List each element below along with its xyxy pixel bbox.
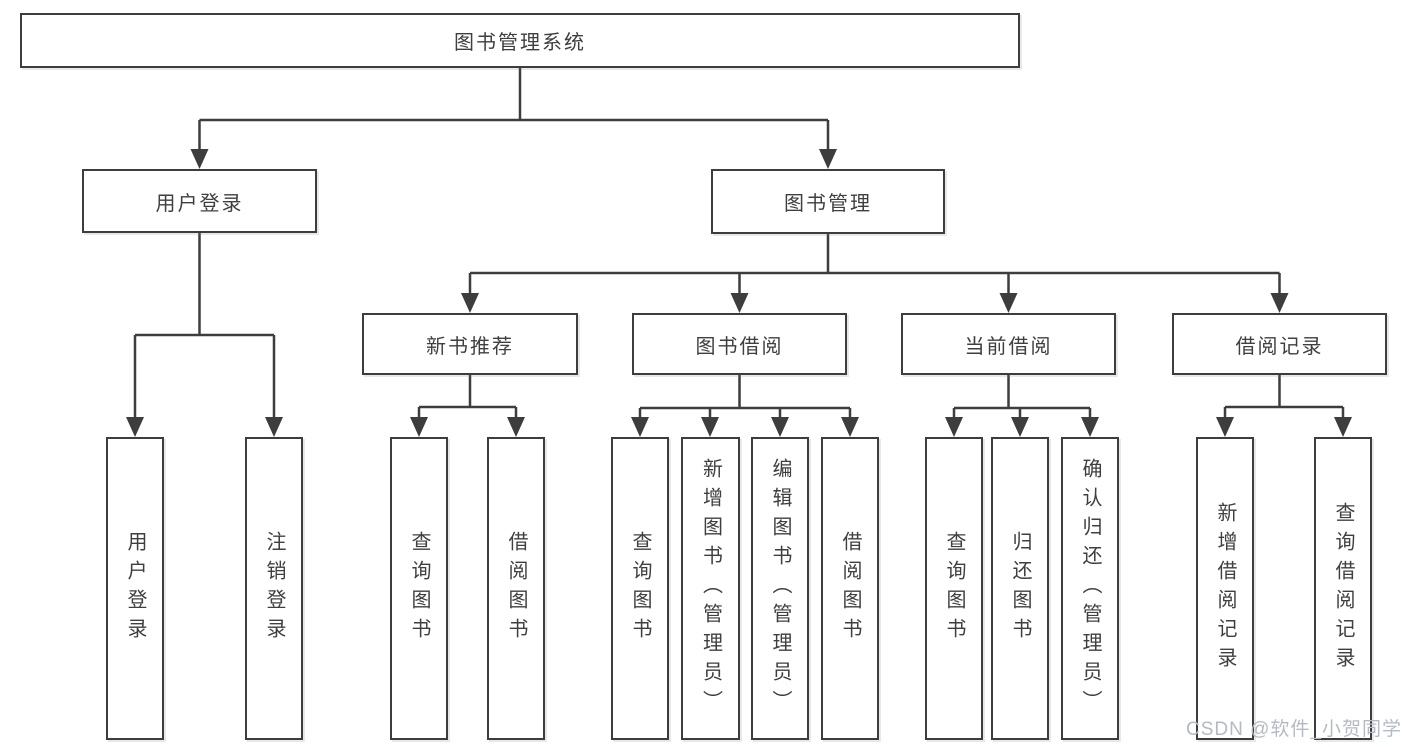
node-new-book-recommendation: 新书推荐 [362, 313, 578, 375]
node-add-borrow-record: 新增借阅记录 [1196, 437, 1254, 740]
connector-paths [133, 68, 1345, 419]
node-label: 新增图书（管理员） [699, 458, 722, 719]
node-label: 图书借阅 [695, 335, 784, 358]
node-label: 新书推荐 [426, 335, 514, 358]
node-confirm-return-admin: 确认归还（管理员） [1061, 437, 1119, 740]
node-label: 借阅记录 [1235, 335, 1324, 358]
node-query-books-current: 查询图书 [925, 437, 983, 740]
connector-arrowheads [126, 149, 1352, 437]
node-logout-item: 注销登录 [245, 437, 303, 740]
node-query-borrow-record: 查询借阅记录 [1314, 437, 1372, 740]
node-label: 用户登录 [124, 530, 146, 647]
node-label: 当前借阅 [964, 335, 1053, 358]
node-label: 注销登录 [263, 530, 285, 647]
node-current-borrowing: 当前借阅 [901, 313, 1116, 375]
node-label: 归还图书 [1009, 530, 1031, 647]
node-label: 用户登录 [155, 192, 244, 215]
node-query-books-recommend: 查询图书 [390, 437, 448, 740]
node-add-books-admin: 新增图书（管理员） [681, 437, 740, 740]
node-user-login: 用户登录 [82, 169, 317, 233]
node-label: 借阅图书 [505, 530, 527, 647]
node-book-borrowing: 图书借阅 [632, 313, 847, 375]
node-label: 借阅图书 [839, 530, 861, 647]
node-borrow-books-borrowing: 借阅图书 [821, 437, 879, 740]
node-edit-books-admin: 编辑图书（管理员） [751, 437, 809, 740]
node-label: 查询图书 [629, 530, 651, 647]
node-library-system: 图书管理系统 [20, 13, 1020, 68]
csdn-watermark: CSDN @软件_小贺同学 [1186, 719, 1402, 740]
node-label: 编辑图书（管理员） [769, 458, 791, 719]
node-book-management: 图书管理 [711, 169, 945, 234]
node-label: 图书管理系统 [454, 32, 586, 54]
node-user-login-item: 用户登录 [106, 437, 164, 740]
node-query-books-borrowing: 查询图书 [611, 437, 669, 740]
node-label: 确认归还（管理员） [1079, 458, 1101, 719]
node-label: 查询借阅记录 [1332, 501, 1354, 676]
node-label: 图书管理 [784, 193, 872, 215]
node-borrowing-records: 借阅记录 [1172, 313, 1387, 375]
node-label: 查询图书 [943, 530, 965, 647]
node-borrow-books-recommend: 借阅图书 [487, 437, 545, 740]
node-label: 查询图书 [408, 530, 430, 647]
node-return-books: 归还图书 [991, 437, 1049, 740]
node-label: 新增借阅记录 [1214, 501, 1236, 676]
